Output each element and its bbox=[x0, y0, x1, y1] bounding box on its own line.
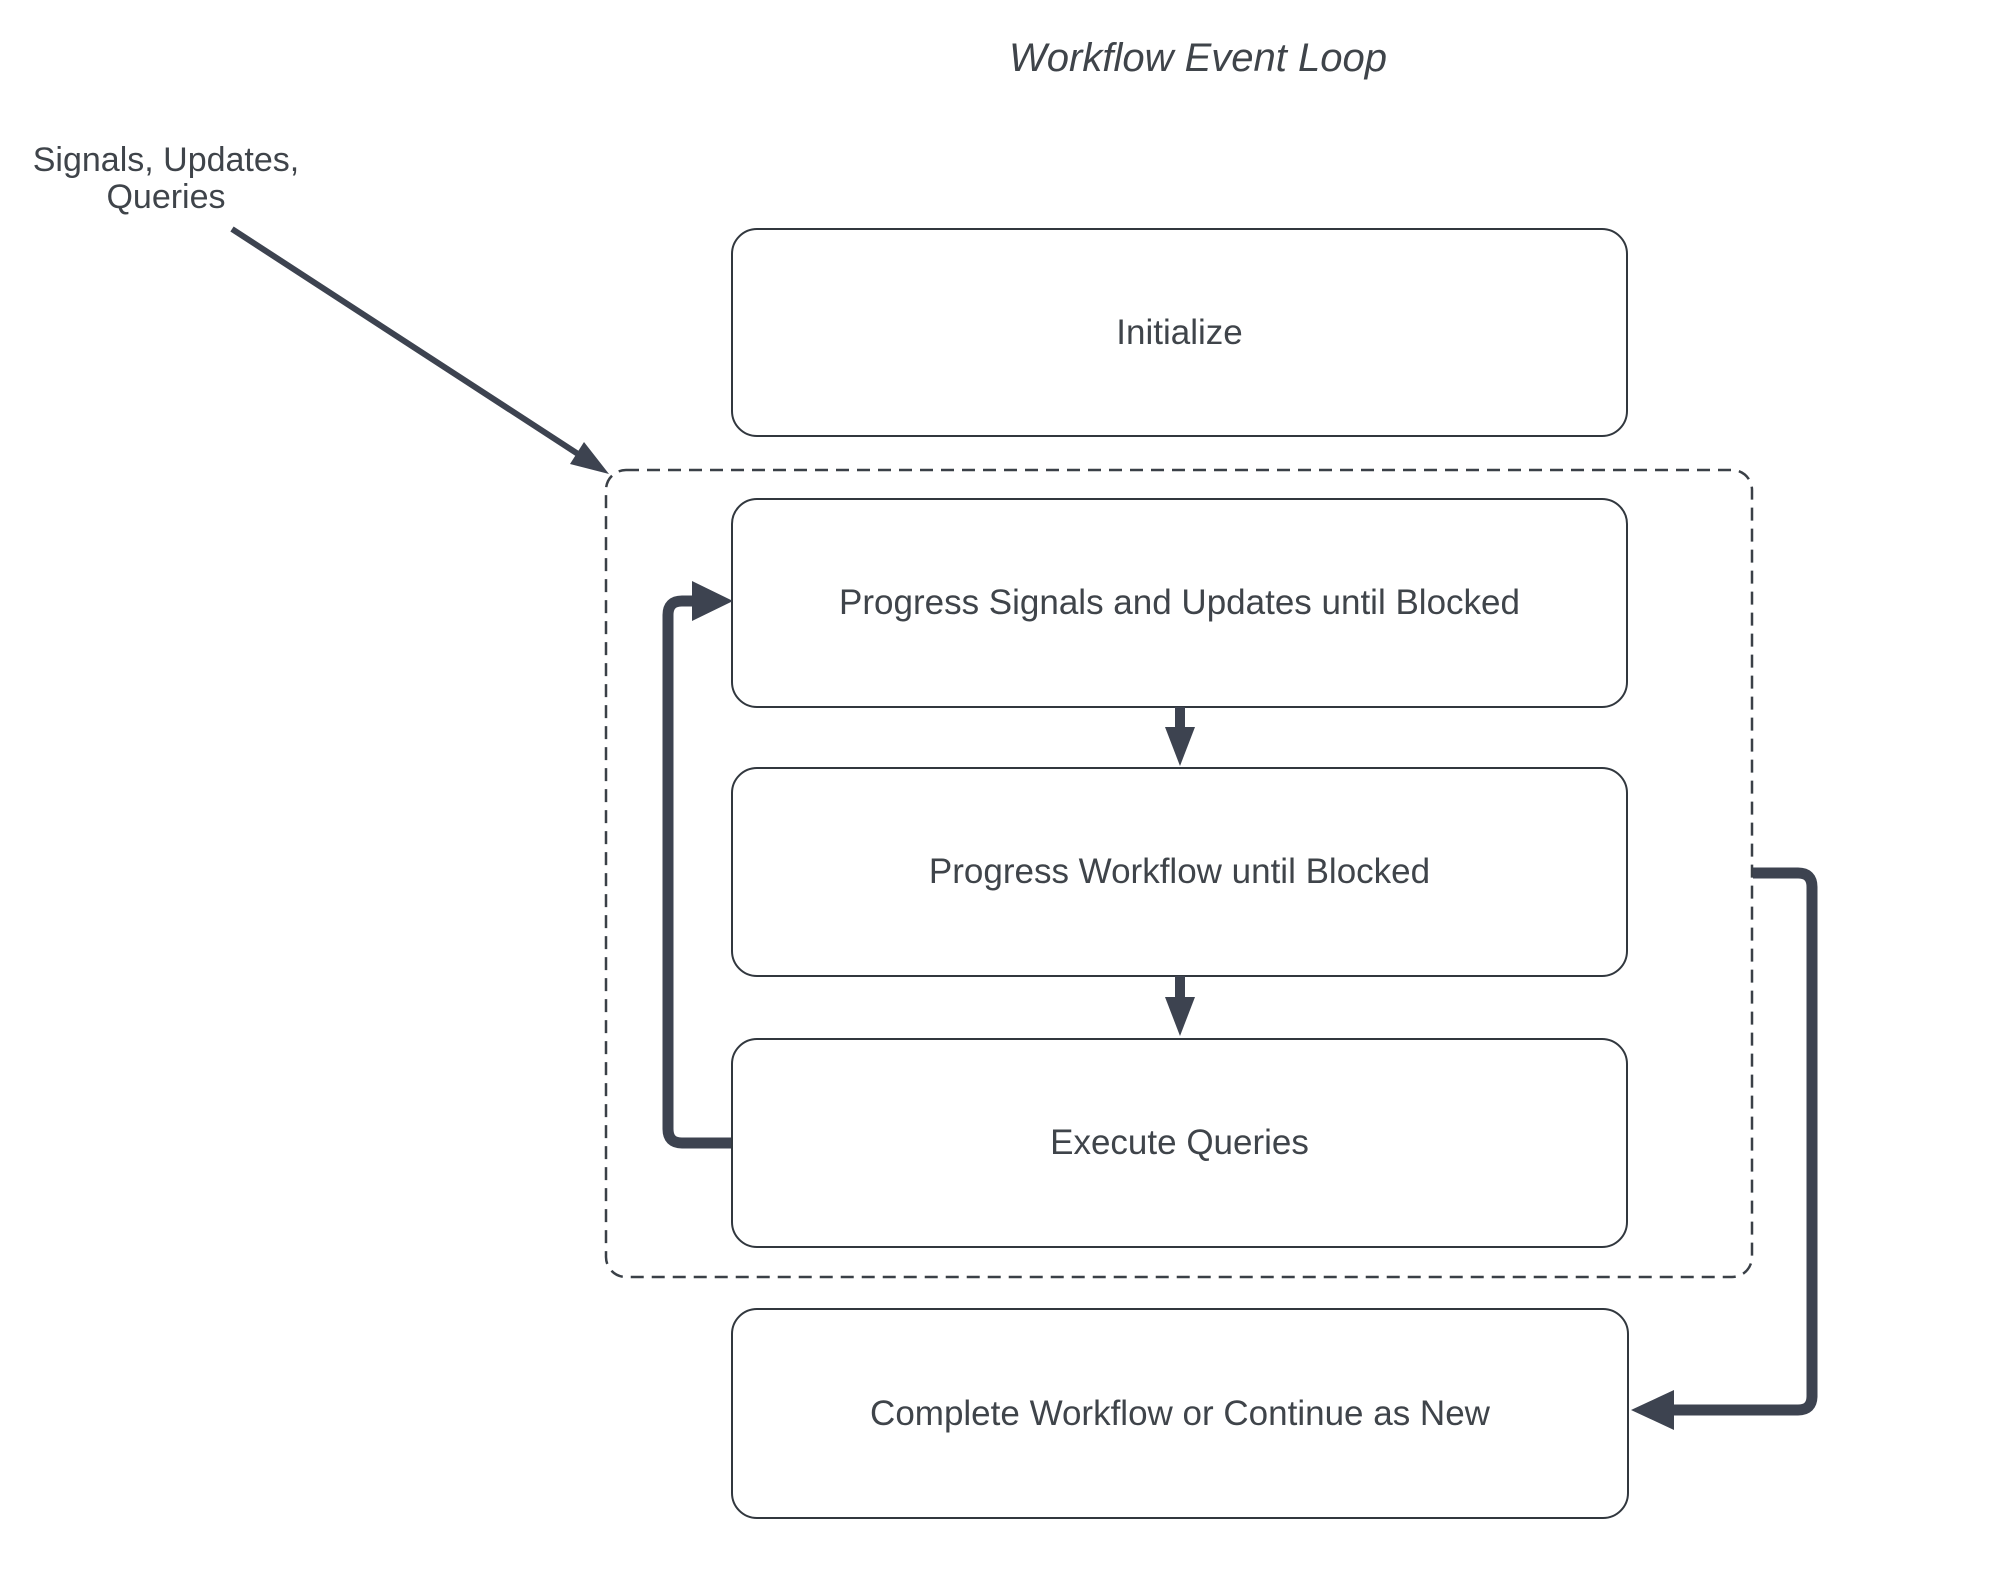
node-progress-signals-label: Progress Signals and Updates until Block… bbox=[839, 583, 1520, 622]
node-initialize-label: Initialize bbox=[1116, 312, 1243, 352]
node-execute-queries-label: Execute Queries bbox=[1050, 1123, 1309, 1162]
node-progress-workflow-label: Progress Workflow until Blocked bbox=[928, 852, 1431, 891]
node-execute-queries: Execute Queries bbox=[731, 1038, 1628, 1248]
signals-updates-queries-label-line2: Queries bbox=[106, 178, 226, 216]
signals-updates-queries-label-line1: Signals, Updates, bbox=[32, 141, 300, 179]
continue-as-new-arrow bbox=[1631, 867, 1818, 1430]
node-progress-workflow: Progress Workflow until Blocked bbox=[731, 767, 1628, 977]
node-complete-workflow-label: Complete Workflow or Continue as New bbox=[870, 1393, 1490, 1433]
node-progress-signals: Progress Signals and Updates until Block… bbox=[731, 498, 1628, 708]
diagram-title: Workflow Event Loop bbox=[1009, 36, 1387, 80]
signals-updates-queries-label: Signals, Updates, Queries bbox=[21, 142, 311, 216]
down-arrow-1 bbox=[1165, 707, 1195, 766]
node-complete-workflow: Complete Workflow or Continue as New bbox=[731, 1308, 1629, 1519]
node-initialize: Initialize bbox=[731, 228, 1628, 437]
signals-arrow bbox=[230, 226, 609, 474]
loop-back-arrow bbox=[662, 581, 733, 1149]
down-arrow-2 bbox=[1165, 976, 1195, 1036]
